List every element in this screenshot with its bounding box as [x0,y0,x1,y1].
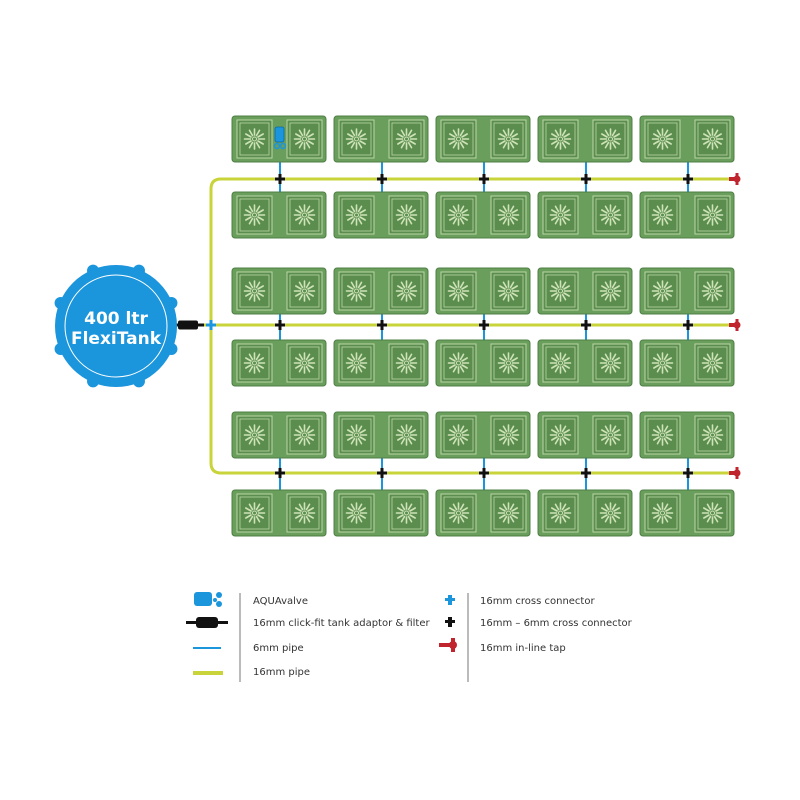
16mm-pipe [209,325,735,475]
aquavalve-icon [194,592,222,607]
grow-tray [435,489,531,537]
grow-tray [231,339,327,387]
reducing-cross-connector-icon [479,174,489,184]
grow-tray [639,191,735,239]
grow-tray [333,339,429,387]
grow-tray [333,115,429,163]
16mm-pipe [209,177,735,325]
reducing-cross-connector-icon [581,174,591,184]
grow-tray [231,115,327,163]
grow-tray [231,489,327,537]
grow-tray [435,115,531,163]
legend-aquavalve: AQUAvalve [253,596,308,607]
grow-tray [231,267,327,315]
grow-tray [639,267,735,315]
fittings [172,126,741,479]
grow-tray [435,191,531,239]
aquavalve-icon [273,126,287,150]
reducing-cross-connector-icon [275,320,285,330]
tank-body [55,265,177,387]
reducing-cross-connector-icon [377,174,387,184]
grow-tray [333,191,429,239]
grow-tray [231,411,327,459]
grow-tray [639,489,735,537]
grow-tray [435,267,531,315]
grow-tray [333,411,429,459]
reducing-cross-connector-icon [683,468,693,478]
cross-connector-icon [445,595,455,605]
grow-tray [639,411,735,459]
reducing-cross-connector-icon [479,320,489,330]
reducing-cross-connector-icon [683,320,693,330]
legend-16mm-pipe: 16mm pipe [253,667,310,678]
cross-connector-icon [206,320,216,330]
grow-tray [537,267,633,315]
grow-tray [537,191,633,239]
tank-adaptor-filter-icon [186,617,228,628]
inline-tap-icon [439,638,457,652]
grow-tray [537,411,633,459]
tank-label-line2: FlexiTank [71,329,162,349]
grow-tray [435,339,531,387]
grow-tray [435,411,531,459]
flexitank [54,264,178,388]
legend-tank-adaptor: 16mm click-fit tank adaptor & filter [253,618,431,629]
inline-tap-icon [729,467,741,479]
tank-label-line1: 400 ltr [84,309,148,329]
grow-tray [639,339,735,387]
tank-adaptor-filter-icon [172,320,204,330]
legend-reducing-cross-connector: 16mm – 6mm cross connector [480,618,633,629]
grow-tray [333,489,429,537]
inline-tap-icon [729,173,741,185]
reducing-cross-connector-icon [377,320,387,330]
tank-rim [64,274,168,378]
reducing-cross-connector-icon [275,174,285,184]
6mm-pipe-icon [193,647,221,649]
reducing-cross-connector-icon [275,468,285,478]
grow-tray [537,115,633,163]
grow-tray [537,339,633,387]
grow-tray [639,115,735,163]
legend: AQUAvalve 16mm click-fit tank adaptor & … [186,592,633,682]
reducing-cross-connector-icon [377,468,387,478]
legend-6mm-pipe: 6mm pipe [253,643,304,654]
grow-tray [537,489,633,537]
grow-tray [333,267,429,315]
reducing-cross-connector-icon [445,617,455,627]
reducing-cross-connector-icon [581,468,591,478]
inline-tap-icon [729,319,741,331]
legend-cross-connector: 16mm cross connector [480,596,595,607]
reducing-cross-connector-icon [479,468,489,478]
tray-grid [231,115,735,537]
legend-inline-tap: 16mm in-line tap [480,643,566,654]
16mm-pipe-icon [193,671,223,675]
grow-tray [231,191,327,239]
reducing-cross-connector-icon [683,174,693,184]
reducing-cross-connector-icon [581,320,591,330]
